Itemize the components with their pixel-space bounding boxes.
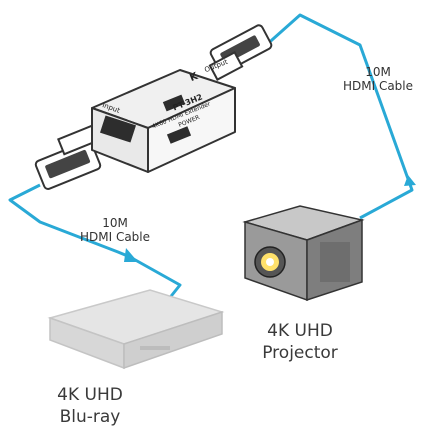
- hdmi-plug-top: [208, 24, 273, 81]
- bluray-label: 4K UHD Blu-ray: [35, 384, 145, 428]
- bluray-player: [47, 289, 225, 370]
- top-cable-length: 10M: [365, 65, 391, 79]
- hdmi-cable-bottom: [8, 183, 182, 301]
- bottom-cable-type: HDMI Cable: [79, 230, 151, 244]
- top-cable-label: 10M HDMI Cable: [340, 65, 416, 93]
- hdmi-cable-top: [254, 13, 414, 220]
- cable-arrow-right: [404, 175, 416, 186]
- projector-label-line1: 4K UHD: [267, 321, 333, 341]
- bottom-cable-label: 10M HDMI Cable: [70, 216, 160, 244]
- cable-arrow-up: [124, 248, 138, 262]
- bluray-label-line1: 4K UHD: [57, 385, 123, 405]
- projector-label-line2: Projector: [262, 343, 338, 363]
- hdmi-plug-left: [34, 124, 102, 190]
- bottom-cable-length: 10M: [102, 216, 128, 230]
- bluray-label-line2: Blu-ray: [59, 407, 121, 427]
- top-cable-type: HDMI Cable: [342, 79, 414, 93]
- projector: [242, 205, 365, 302]
- projector-label: 4K UHD Projector: [245, 320, 355, 364]
- extender-device: [91, 69, 236, 173]
